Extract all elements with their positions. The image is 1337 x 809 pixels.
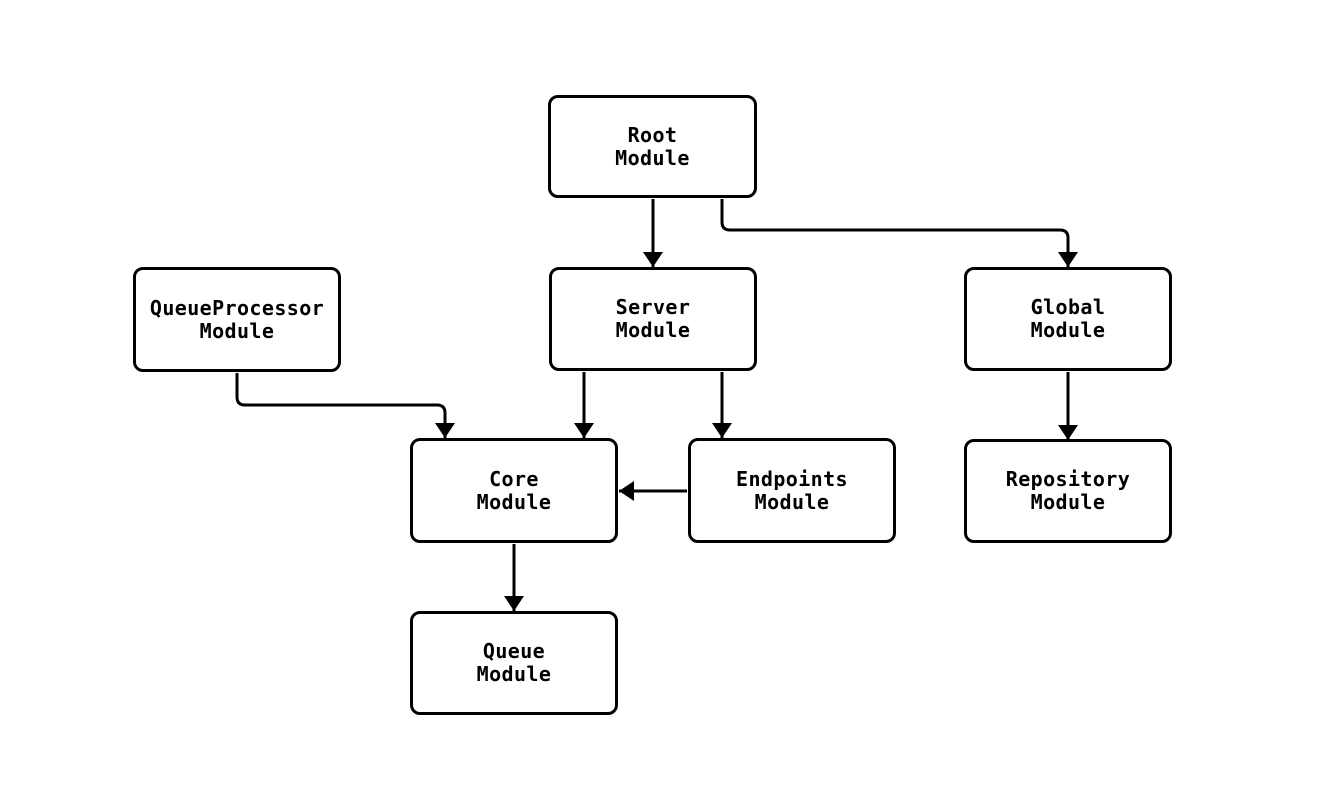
arrowhead-server-to-core [574, 423, 594, 438]
node-endpoints-module: Endpoints Module [688, 438, 896, 543]
edge-queueprocessor-to-core [235, 373, 447, 438]
node-root-module: Root Module [548, 95, 757, 198]
node-queue-module: Queue Module [410, 611, 618, 715]
node-label-repository: Repository Module [1005, 467, 1131, 514]
node-label-endpoints: Endpoints Module [736, 466, 848, 514]
arrowhead-queueprocessor-to-core [435, 423, 455, 438]
node-label-core: Core Module [476, 466, 552, 514]
node-label-queue: Queue Module [476, 639, 552, 686]
node-queueprocessor-module: QueueProcessor Module [133, 267, 341, 372]
node-label-queueprocessor: QueueProcessor Module [149, 295, 325, 343]
arrowhead-global-to-repository [1058, 425, 1078, 440]
node-global-module: Global Module [964, 267, 1172, 371]
node-repository-module: Repository Module [964, 439, 1172, 543]
arrowhead-server-to-endpoints [712, 423, 732, 438]
node-server-module: Server Module [549, 267, 757, 371]
node-label-server: Server Module [615, 295, 691, 342]
node-core-module: Core Module [410, 438, 618, 543]
arrowhead-endpoints-to-core [619, 481, 634, 501]
arrowhead-root-to-global [1058, 252, 1078, 267]
node-label-root: Root Module [615, 122, 690, 170]
edge-root-to-global [720, 199, 1070, 267]
arrowhead-core-to-queue [504, 596, 524, 611]
node-label-global: Global Module [1030, 295, 1106, 342]
arrowhead-root-to-server [643, 252, 663, 267]
